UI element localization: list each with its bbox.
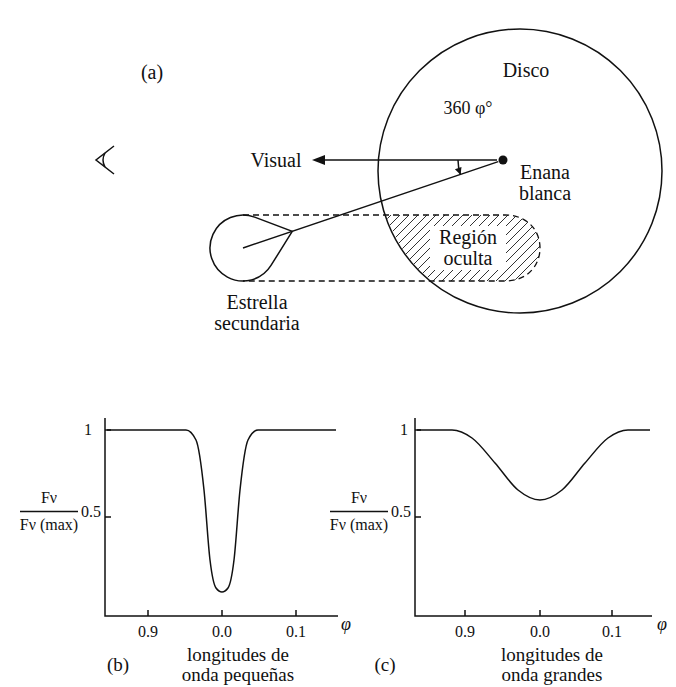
figure-label: φ	[657, 615, 667, 634]
hatch-line	[551, 209, 631, 289]
figure-label: Fν (max)	[330, 517, 388, 534]
hatch-line	[164, 209, 244, 289]
light-curve	[107, 430, 336, 592]
figure-label: 0.1	[286, 624, 306, 641]
disk-circle	[378, 29, 662, 313]
hatch-line	[497, 209, 577, 289]
occulted-region-label: Región oculta	[430, 226, 506, 270]
accretion-disk-label: Disco	[503, 60, 550, 81]
hatch-line	[506, 209, 586, 289]
hatch-line	[146, 209, 226, 289]
figure-label: 360 φ°	[443, 99, 492, 118]
hatch-line	[335, 209, 415, 289]
eye-pupil	[103, 153, 105, 167]
line-of-sight	[322, 159, 497, 161]
hatch-line	[317, 209, 397, 289]
hatch-line	[290, 209, 370, 289]
figure-label: 0.9	[455, 624, 475, 641]
hatch-line	[533, 209, 613, 289]
figure-label: 0.1	[602, 624, 622, 641]
white-dwarf-dot	[499, 156, 508, 165]
secondary-star-outline	[205, 210, 305, 290]
fraction-bar-c	[330, 511, 388, 513]
hatch-line	[209, 209, 289, 289]
hatch-line	[272, 209, 352, 289]
hatch-line	[425, 209, 505, 289]
light-curve	[417, 430, 650, 500]
hatch-line	[344, 209, 424, 289]
hatch-line	[542, 209, 622, 289]
figure-label: 0.5	[81, 504, 101, 521]
secondary-star-label: Estrella secundaria	[207, 292, 307, 334]
hatch-line	[245, 209, 325, 289]
ticks-c	[415, 430, 612, 616]
shadow-outline	[243, 215, 540, 281]
figure-label: longitudes de onda pequeñas	[168, 645, 308, 685]
hatch-line	[353, 209, 433, 289]
figure-label: Visual	[250, 150, 301, 171]
hatch-line	[200, 209, 280, 289]
figure-label: Fν	[41, 490, 57, 507]
axes-b	[105, 418, 338, 616]
figure-label: 0.0	[530, 624, 550, 641]
figure-label: (b)	[107, 655, 129, 675]
hatch-line	[308, 209, 388, 289]
observer-eye	[96, 146, 114, 174]
angle-arrowhead	[455, 167, 462, 175]
roche-lobe	[210, 215, 292, 281]
figure-label: φ	[341, 615, 351, 634]
figure-label: 1	[84, 422, 92, 439]
figure-label: Fν (max)	[20, 517, 78, 534]
hatch-line	[326, 209, 406, 289]
hatch-line	[236, 209, 316, 289]
hatch-line	[281, 209, 361, 289]
sight-arrowhead	[312, 155, 325, 165]
figure-label: (a)	[141, 62, 163, 83]
figure-label: 1	[400, 422, 408, 439]
fraction-bar-b	[20, 511, 78, 513]
hatch-line	[173, 209, 253, 289]
figure-label: 0.5	[391, 504, 411, 521]
hatch-line	[560, 209, 640, 289]
hatch-line	[263, 209, 343, 289]
white-dwarf-outline	[497, 154, 509, 166]
figure-label: longitudes de onda grandes	[482, 645, 622, 685]
secondary-star: Estrella secundaria	[205, 210, 307, 334]
figure-label: Fν	[351, 490, 367, 507]
figure-label: 0.9	[138, 624, 158, 641]
accretion-disk: DiscoEnana blanca	[376, 27, 664, 315]
hatch-line	[182, 209, 262, 289]
hatch-line	[299, 209, 379, 289]
figure-label: 0.0	[212, 624, 232, 641]
white-dwarf: Enana blanca	[497, 154, 577, 204]
axes-c	[415, 418, 652, 616]
white-dwarf-label: Enana blanca	[513, 162, 577, 204]
hatch-line	[524, 209, 604, 289]
figure-label: (c)	[374, 655, 395, 675]
hatching	[146, 209, 640, 289]
